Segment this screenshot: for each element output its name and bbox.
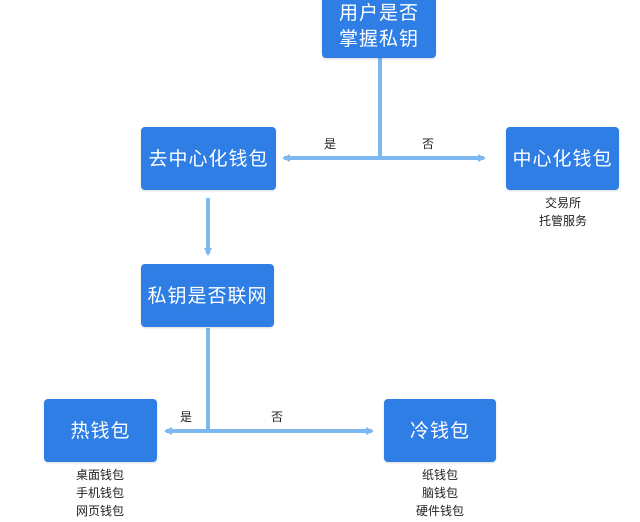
node-root-line2: 掌握私钥 bbox=[338, 28, 419, 50]
caption-hot: 桌面钱包 手机钱包 网页钱包 bbox=[50, 466, 150, 520]
node-cold-wallet-label: 冷钱包 bbox=[409, 419, 470, 442]
caption-cold: 纸钱包 脑钱包 硬件钱包 bbox=[390, 466, 490, 520]
node-centralized-wallet-label: 中心化钱包 bbox=[512, 147, 613, 170]
node-hot-wallet: 热钱包 bbox=[44, 399, 157, 462]
caption-hot-item: 手机钱包 bbox=[75, 486, 124, 500]
node-centralized-wallet: 中心化钱包 bbox=[506, 127, 619, 190]
caption-hot-item: 桌面钱包 bbox=[75, 468, 124, 482]
caption-centralized-item: 交易所 bbox=[544, 196, 581, 210]
caption-hot-item: 网页钱包 bbox=[75, 504, 124, 518]
node-private-key-online-label: 私钥是否联网 bbox=[147, 284, 268, 307]
caption-centralized-item: 托管服务 bbox=[538, 214, 587, 228]
node-private-key-online: 私钥是否联网 bbox=[141, 264, 274, 327]
node-cold-wallet: 冷钱包 bbox=[384, 399, 496, 462]
caption-centralized: 交易所 托管服务 bbox=[516, 194, 610, 230]
caption-cold-item: 脑钱包 bbox=[421, 486, 458, 500]
edge-label-root-yes: 是 bbox=[324, 137, 337, 151]
edge-label-online-no: 否 bbox=[271, 410, 284, 424]
edge-label-online-yes: 是 bbox=[180, 410, 193, 424]
node-hot-wallet-label: 热钱包 bbox=[70, 419, 131, 442]
edge-label-root-no: 否 bbox=[422, 137, 435, 151]
caption-cold-item: 硬件钱包 bbox=[415, 504, 464, 518]
node-root-line1: 用户是否 bbox=[338, 2, 419, 24]
node-root: 用户是否 掌握私钥 bbox=[322, 0, 436, 58]
caption-cold-item: 纸钱包 bbox=[421, 468, 458, 482]
node-decentralized-wallet: 去中心化钱包 bbox=[141, 127, 276, 190]
node-decentralized-wallet-label: 去中心化钱包 bbox=[148, 147, 269, 170]
